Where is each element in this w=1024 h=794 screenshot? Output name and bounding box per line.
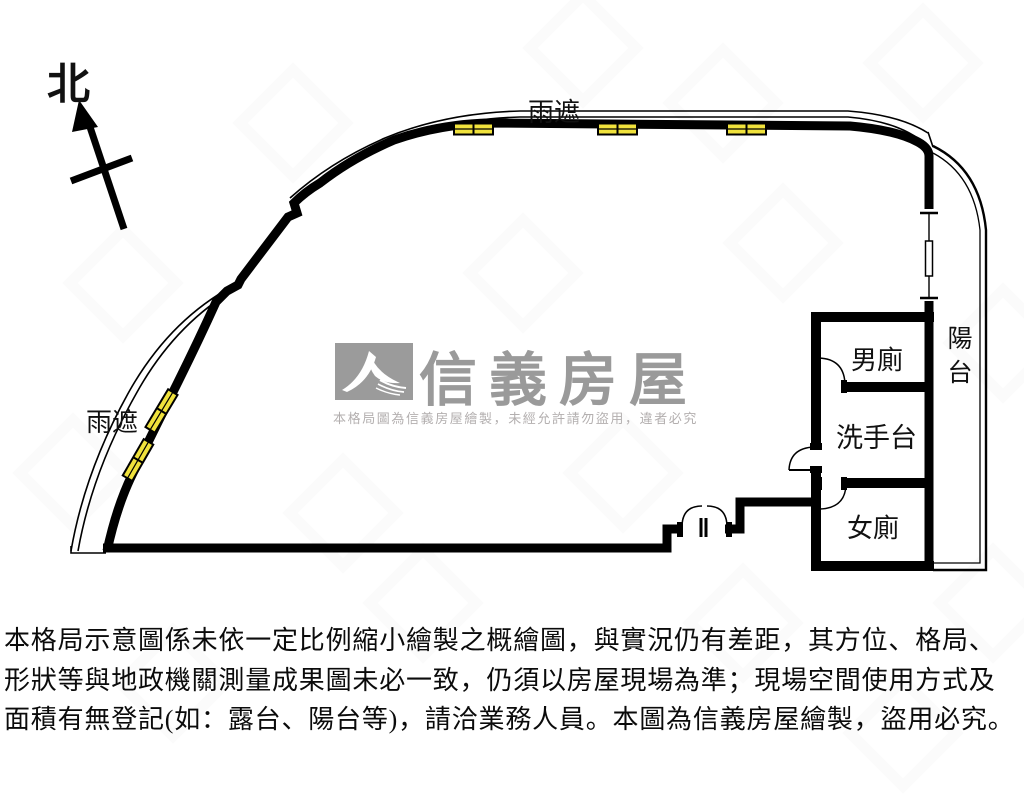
mens-toilet-label: 男廁 bbox=[851, 346, 904, 375]
balcony-railing-outline bbox=[932, 144, 988, 572]
balcony-label: 陽台 bbox=[944, 325, 971, 393]
window-icon bbox=[597, 122, 638, 136]
mens-toilet-door-icon bbox=[815, 357, 847, 393]
north-arrow-icon bbox=[69, 100, 134, 231]
doors bbox=[677, 357, 847, 537]
floor-plan-drawing bbox=[69, 100, 988, 572]
window-icon bbox=[726, 122, 767, 136]
sink-label: 洗手台 bbox=[836, 423, 917, 453]
disclaimer-line-3: 面積有無登記(如：露台、陽台等)，請洽業務人員。本圖為信義房屋繪製，盜用必究。 bbox=[4, 705, 1015, 734]
floor-plan-page: 信義房屋 本格局圖為信義房屋繪製，未經允許請勿盜用，違者必究 bbox=[4, 0, 1024, 794]
womens-toilet-door-icon bbox=[816, 477, 847, 510]
window-icon bbox=[121, 437, 155, 483]
disclaimer-line-1: 本格局示意圖係未依一定比例縮小繪製之概繪圖，與實況仍有差距，其方位、格局、 bbox=[4, 626, 996, 655]
sinyi-swoosh-icon bbox=[335, 343, 413, 400]
window-icon bbox=[144, 387, 179, 435]
sinyi-logo-mark bbox=[335, 343, 413, 400]
window-icon bbox=[453, 122, 494, 136]
wall-bottom-right bbox=[725, 497, 820, 534]
copyright-notice-text: 本格局圖為信義房屋繪製，未經允許請勿盜用，違者必究 bbox=[333, 411, 699, 426]
exterior-walls bbox=[102, 118, 934, 570]
rain-shelter-left-label: 雨遮 bbox=[86, 408, 139, 437]
wall-curved-perimeter bbox=[102, 118, 934, 552]
rain-shelter-top-label: 雨遮 bbox=[528, 98, 581, 127]
windows-top-wall bbox=[453, 122, 767, 136]
windows-left-wall bbox=[121, 387, 179, 483]
north-label: 北 bbox=[47, 62, 90, 109]
wall-bottom-left bbox=[103, 524, 682, 553]
disclaimer-line-2: 形狀等與地政機關測量成果圖未必一致，仍須以房屋現場為準；現場空間使用方式及 bbox=[4, 665, 996, 695]
double-door-icon bbox=[677, 505, 732, 537]
rain-shelter-left-outline bbox=[70, 285, 236, 554]
window-pane bbox=[924, 240, 934, 277]
disclaimer-text: 本格局示意圖係未依一定比例縮小繪製之概繪圖，與實況仍有差距，其方位、格局、 形狀… bbox=[4, 621, 1022, 740]
brand-watermark-text: 信義房屋 bbox=[419, 348, 700, 413]
womens-toilet-label: 女廁 bbox=[847, 514, 900, 543]
sink-door-icon bbox=[788, 443, 822, 473]
right-wall-window bbox=[920, 211, 938, 300]
